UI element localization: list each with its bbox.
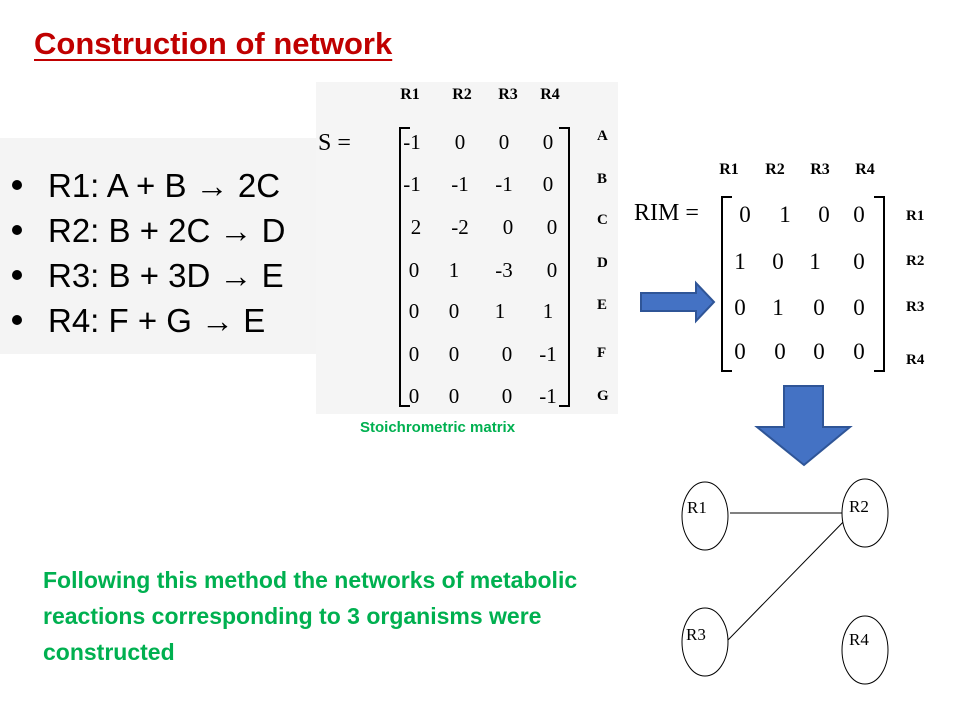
rim-row-header: R2 — [906, 253, 925, 269]
rim-matrix-cell: 0 — [818, 202, 830, 227]
s-matrix-label: S = — [318, 130, 351, 156]
s-matrix-cell: 0 — [408, 342, 420, 366]
rim-matrix-cell: 1 — [772, 295, 784, 320]
s-matrix-right-bracket — [559, 127, 570, 407]
s-column-header: R4 — [540, 86, 560, 103]
s-row-header: A — [597, 128, 608, 144]
bullet-icon — [12, 180, 22, 191]
rim-matrix-cell: 0 — [853, 295, 865, 320]
s-matrix-cell: 1 — [542, 299, 554, 323]
rim-matrix-label: RIM = — [634, 200, 699, 226]
s-matrix-cell: 0 — [546, 215, 558, 239]
rim-matrix-cell: 1 — [809, 249, 821, 274]
s-row-header: C — [597, 212, 608, 228]
s-matrix-cell: 0 — [546, 258, 558, 282]
rim-matrix-right-bracket — [874, 196, 885, 372]
s-matrix-cell: -1 — [403, 130, 421, 154]
rim-column-header: R2 — [765, 161, 785, 178]
reaction-text: R2: B + 2C → D — [48, 212, 286, 249]
matrix-caption: Stoichrometric matrix — [360, 419, 516, 436]
rim-matrix-cell: 0 — [853, 202, 865, 227]
s-column-header: R1 — [400, 86, 420, 103]
reaction-item: R4: F + G → E — [12, 298, 322, 344]
rim-matrix-cell: 0 — [734, 295, 746, 320]
down-arrow-icon — [754, 385, 853, 467]
s-matrix-cell: 0 — [502, 215, 514, 239]
s-row-header: E — [597, 297, 608, 313]
right-arrow-icon — [640, 280, 716, 324]
s-matrix-cell: -1 — [539, 384, 557, 408]
s-row-header: F — [597, 345, 607, 361]
s-matrix-cell: 0 — [542, 130, 554, 154]
s-matrix-cell: 0 — [542, 172, 554, 196]
s-matrix-cell: 0 — [448, 342, 460, 366]
s-row-header: G — [597, 388, 609, 404]
s-matrix-cell: -1 — [495, 172, 513, 196]
s-matrix-cell: 0 — [408, 384, 420, 408]
rim-matrix-cell: 0 — [813, 295, 825, 320]
s-matrix-cell: -1 — [451, 172, 469, 196]
node-label-r4: R4 — [849, 630, 869, 649]
s-matrix-cell: -1 — [403, 172, 421, 196]
rim-row-header: R3 — [906, 299, 925, 315]
slide-title: Construction of network — [34, 26, 393, 61]
node-label-r1: R1 — [687, 498, 707, 517]
node-r2 — [841, 478, 889, 548]
node-label-r3: R3 — [686, 625, 706, 644]
s-matrix-left-bracket — [399, 127, 410, 407]
reaction-item: R2: B + 2C → D — [12, 208, 322, 254]
reactions-panel: R1: A + B → 2C R2: B + 2C → D R3: B + 3D… — [0, 138, 322, 354]
s-matrix-cell: 2 — [410, 215, 422, 239]
rim-matrix-cell: 0 — [853, 249, 865, 274]
rim-matrix-cell: 0 — [772, 249, 784, 274]
s-matrix-cell: 0 — [448, 299, 460, 323]
rim-row-header: R1 — [906, 208, 925, 224]
s-column-header: R3 — [498, 86, 518, 103]
bullet-icon — [12, 225, 22, 236]
node-r1 — [681, 481, 729, 551]
s-matrix-cell: 0 — [454, 130, 466, 154]
s-matrix-cell: 0 — [501, 342, 513, 366]
node-r4 — [841, 615, 889, 685]
reaction-item: R1: A + B → 2C — [12, 163, 322, 209]
rim-matrix-cell: 0 — [774, 339, 786, 364]
rim-matrix-cell: 0 — [853, 339, 865, 364]
reaction-item: R3: B + 3D → E — [12, 253, 322, 299]
s-matrix-cell: -2 — [451, 215, 469, 239]
s-column-header: R2 — [452, 86, 472, 103]
rim-column-header: R1 — [719, 161, 739, 178]
rim-column-header: R4 — [855, 161, 875, 178]
rim-matrix-cell: 0 — [734, 339, 746, 364]
stoichiometric-matrix-panel — [316, 82, 618, 414]
reaction-text: R1: A + B → 2C — [48, 167, 281, 204]
rim-matrix-left-bracket — [721, 196, 732, 372]
summary-text: Following this method the networks of me… — [43, 567, 578, 665]
reaction-text: R4: F + G → E — [48, 302, 266, 339]
s-matrix-cell: -1 — [539, 342, 557, 366]
rim-matrix-cell: 1 — [779, 202, 791, 227]
s-matrix-cell: 0 — [408, 258, 420, 282]
node-label-r2: R2 — [849, 497, 869, 516]
rim-matrix-cell: 1 — [734, 249, 746, 274]
s-matrix-cell: 0 — [408, 299, 420, 323]
s-matrix-cell: 1 — [494, 299, 506, 323]
bullet-icon — [12, 270, 22, 281]
rim-row-header: R4 — [906, 352, 925, 368]
s-row-header: D — [597, 255, 608, 271]
reaction-text: R3: B + 3D → E — [48, 257, 284, 294]
s-row-header: B — [597, 171, 608, 187]
bullet-icon — [12, 315, 22, 326]
s-matrix-cell: 0 — [448, 384, 460, 408]
s-matrix-cell: -3 — [495, 258, 513, 282]
node-r3 — [681, 607, 729, 677]
rim-matrix-cell: 0 — [813, 339, 825, 364]
s-matrix-cell: 0 — [501, 384, 513, 408]
s-matrix-cell: 1 — [448, 258, 460, 282]
s-matrix-cell: 0 — [498, 130, 510, 154]
rim-column-header: R3 — [810, 161, 830, 178]
rim-matrix-cell: 0 — [739, 202, 751, 227]
edge-r2-r3 — [727, 514, 851, 641]
